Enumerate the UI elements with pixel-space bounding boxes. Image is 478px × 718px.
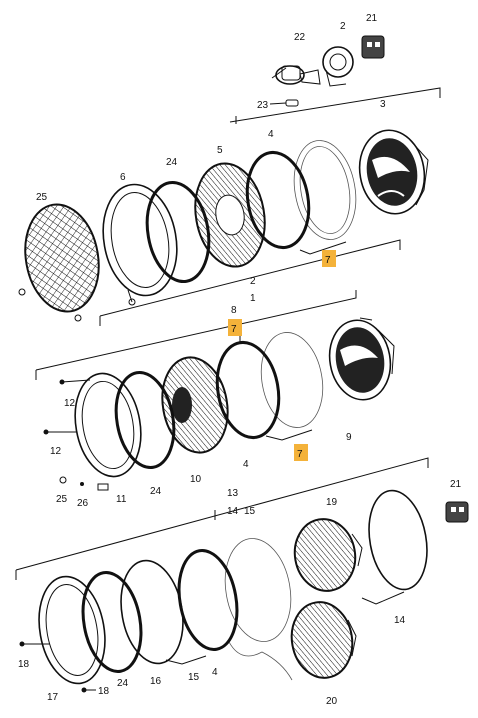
label-14-bottom: 14 bbox=[394, 615, 406, 626]
label-24-mid: 24 bbox=[150, 486, 162, 497]
highlight-box-7-top bbox=[322, 250, 336, 267]
lens-part-5 bbox=[194, 162, 266, 268]
label-18-bottom: 18 bbox=[98, 686, 110, 697]
retaining-ring-part-7-mid bbox=[260, 332, 324, 428]
label-25-mid: 25 bbox=[56, 494, 68, 505]
label-1: 1 bbox=[250, 293, 256, 304]
label-12-upper: 12 bbox=[64, 398, 76, 409]
label-7-bottom: 7 bbox=[297, 449, 303, 460]
lens-part-10 bbox=[161, 356, 229, 454]
label-4-top: 4 bbox=[268, 129, 274, 140]
label-24-top: 24 bbox=[166, 157, 178, 168]
label-19: 19 bbox=[326, 497, 338, 508]
ring-part-16 bbox=[120, 559, 184, 665]
label-18-left: 18 bbox=[18, 659, 30, 670]
top-assembly bbox=[18, 35, 441, 326]
label-12-lower: 12 bbox=[50, 446, 62, 457]
label-15-top: 15 bbox=[244, 506, 256, 517]
trim-ring-part-6 bbox=[102, 183, 178, 306]
label-5: 5 bbox=[217, 145, 223, 156]
retaining-ring-bottom bbox=[224, 538, 292, 642]
label-21-mid: 21 bbox=[450, 479, 462, 490]
label-8: 8 bbox=[231, 305, 237, 316]
bulb-part-22 bbox=[271, 65, 321, 85]
highlight-box-7-mid bbox=[228, 319, 242, 336]
gasket-part-4-bottom bbox=[177, 549, 239, 651]
label-3: 3 bbox=[380, 99, 386, 110]
label-23: 23 bbox=[257, 100, 269, 111]
label-25-top: 25 bbox=[36, 192, 48, 203]
middle-assembly bbox=[35, 290, 395, 491]
seal-part-24-top bbox=[145, 180, 211, 284]
label-7-top: 7 bbox=[325, 255, 331, 266]
seal-ring-part-14 bbox=[368, 489, 428, 591]
bottom-assembly bbox=[15, 457, 429, 693]
label-2-top: 2 bbox=[340, 21, 346, 32]
label-20: 20 bbox=[326, 696, 338, 707]
label-2-mid: 2 bbox=[250, 276, 256, 287]
clip-part-23 bbox=[285, 99, 299, 107]
label-9: 9 bbox=[346, 432, 352, 443]
sealed-beam-part-20 bbox=[290, 601, 357, 679]
connector-part-21-top bbox=[361, 35, 385, 59]
seal-part-24-mid bbox=[114, 370, 176, 470]
highlight-box-7-bottom bbox=[294, 444, 308, 461]
trim-ring-part-11 bbox=[74, 372, 142, 478]
label-6: 6 bbox=[120, 172, 126, 183]
seal-part-24-bottom bbox=[81, 571, 143, 673]
label-4-mid: 4 bbox=[243, 459, 249, 470]
label-16: 16 bbox=[150, 676, 162, 687]
connector-part-21-mid bbox=[445, 501, 469, 523]
sealed-beam-part-19 bbox=[293, 518, 363, 592]
label-7-mid: 7 bbox=[231, 324, 237, 335]
label-26: 26 bbox=[77, 498, 89, 509]
socket-part-2 bbox=[322, 46, 354, 87]
retaining-ring-part-7 bbox=[293, 140, 357, 240]
label-10: 10 bbox=[190, 474, 202, 485]
label-15-bottom: 15 bbox=[188, 672, 200, 683]
label-22: 22 bbox=[294, 32, 306, 43]
mesh-grille-part-25-top bbox=[18, 203, 100, 322]
label-14-top: 14 bbox=[227, 506, 239, 517]
reflector-part-3 bbox=[358, 129, 429, 215]
trim-ring-part-17 bbox=[38, 575, 106, 685]
label-24-bottom: 24 bbox=[117, 678, 129, 689]
label-21-top: 21 bbox=[366, 13, 378, 24]
leader-line bbox=[229, 87, 441, 123]
label-4-bottom: 4 bbox=[212, 667, 218, 678]
label-13: 13 bbox=[227, 488, 239, 499]
label-17: 17 bbox=[47, 692, 59, 703]
label-11: 11 bbox=[116, 494, 127, 505]
reflector-part-9 bbox=[328, 317, 395, 401]
